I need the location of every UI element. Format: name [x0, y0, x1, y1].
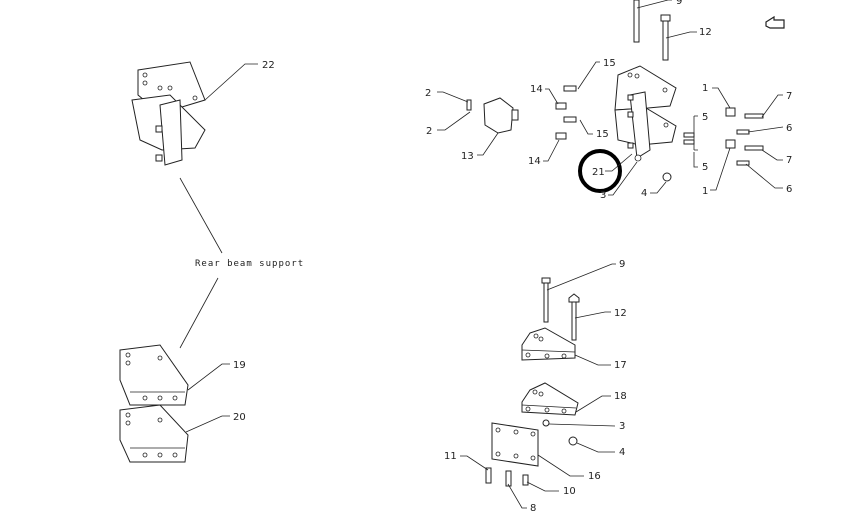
part-6-screw-lower[interactable] [736, 160, 750, 166]
return-arrow-icon[interactable] [765, 15, 785, 29]
callout-15-lower: 15 [596, 129, 609, 140]
part-13-mount[interactable] [483, 97, 519, 134]
callout-14-lower: 14 [528, 156, 541, 167]
part-2-washer[interactable] [466, 99, 472, 111]
callout-5-upper: 5 [702, 112, 708, 123]
callout-6-lower: 6 [786, 184, 792, 195]
callout-3-top: 3 [600, 190, 606, 201]
part-14-nut[interactable] [555, 102, 567, 110]
callout-11: 11 [444, 451, 457, 462]
callout-3-bottom: 3 [619, 421, 625, 432]
callout-10: 10 [563, 486, 576, 497]
part-19-bracket[interactable] [119, 344, 189, 406]
callout-9-bottom: 9 [619, 259, 625, 270]
callout-7-lower: 7 [786, 155, 792, 166]
callout-8: 8 [530, 503, 536, 513]
part-9-bolt-bottom[interactable] [543, 281, 549, 323]
callout-1-lower: 1 [702, 186, 708, 197]
callout-16: 16 [588, 471, 601, 482]
part-20-bracket[interactable] [119, 404, 189, 463]
callout-2-upper: 2 [425, 88, 431, 99]
diagram-caption: Rear beam support [195, 259, 304, 269]
part-10-screw[interactable] [522, 474, 529, 486]
part-3-washer[interactable] [634, 154, 642, 162]
part-12-bolt[interactable] [662, 19, 669, 61]
callout-21: 21 [592, 167, 605, 178]
callout-9-top: 9 [676, 0, 682, 7]
part-16-plate[interactable] [491, 422, 539, 467]
part-17-bracket[interactable] [521, 327, 576, 361]
part-11-bolt[interactable] [485, 467, 492, 484]
callout-1-upper: 1 [702, 83, 708, 94]
callout-17: 17 [614, 360, 627, 371]
highlight-circle-21[interactable] [578, 149, 622, 193]
callout-20: 20 [233, 412, 246, 423]
part-1-bushing-lower[interactable] [725, 139, 736, 149]
part-7-bolt[interactable] [744, 113, 764, 119]
callout-14-upper: 14 [530, 84, 543, 95]
callout-12-bottom: 12 [614, 308, 627, 319]
callout-13: 13 [461, 151, 474, 162]
callout-22: 22 [262, 60, 275, 71]
part-8-bolt[interactable] [505, 470, 512, 487]
callout-15-upper: 15 [603, 58, 616, 69]
callout-6-upper: 6 [786, 123, 792, 134]
callout-18: 18 [614, 391, 627, 402]
part-9-bolt[interactable] [633, 0, 640, 43]
part-5-pin[interactable] [683, 132, 695, 138]
callout-19: 19 [233, 360, 246, 371]
part-4-nut[interactable] [662, 172, 672, 182]
part-12-bolt-bottom[interactable] [571, 299, 577, 341]
part-18-bracket[interactable] [521, 382, 579, 416]
part-1-bushing[interactable] [725, 107, 736, 117]
part-15-bolt-lower[interactable] [563, 116, 577, 123]
part-15-bolt[interactable] [563, 85, 577, 92]
part-3-washer-bottom[interactable] [542, 419, 550, 427]
part-4-nut-bottom[interactable] [568, 436, 578, 446]
callout-7-upper: 7 [786, 91, 792, 102]
callout-2-lower: 2 [426, 126, 432, 137]
callout-4-top: 4 [641, 188, 647, 199]
part-7-bolt-lower[interactable] [744, 145, 764, 151]
part-21-bracket-assembly[interactable] [614, 65, 677, 159]
part-14-nut-lower[interactable] [555, 132, 567, 140]
part-6-screw[interactable] [736, 129, 750, 135]
part-rear-beam-support-assembly[interactable] [131, 61, 206, 166]
callout-4-bottom: 4 [619, 447, 625, 458]
callout-12-top: 12 [699, 27, 712, 38]
callout-5-lower: 5 [702, 162, 708, 173]
